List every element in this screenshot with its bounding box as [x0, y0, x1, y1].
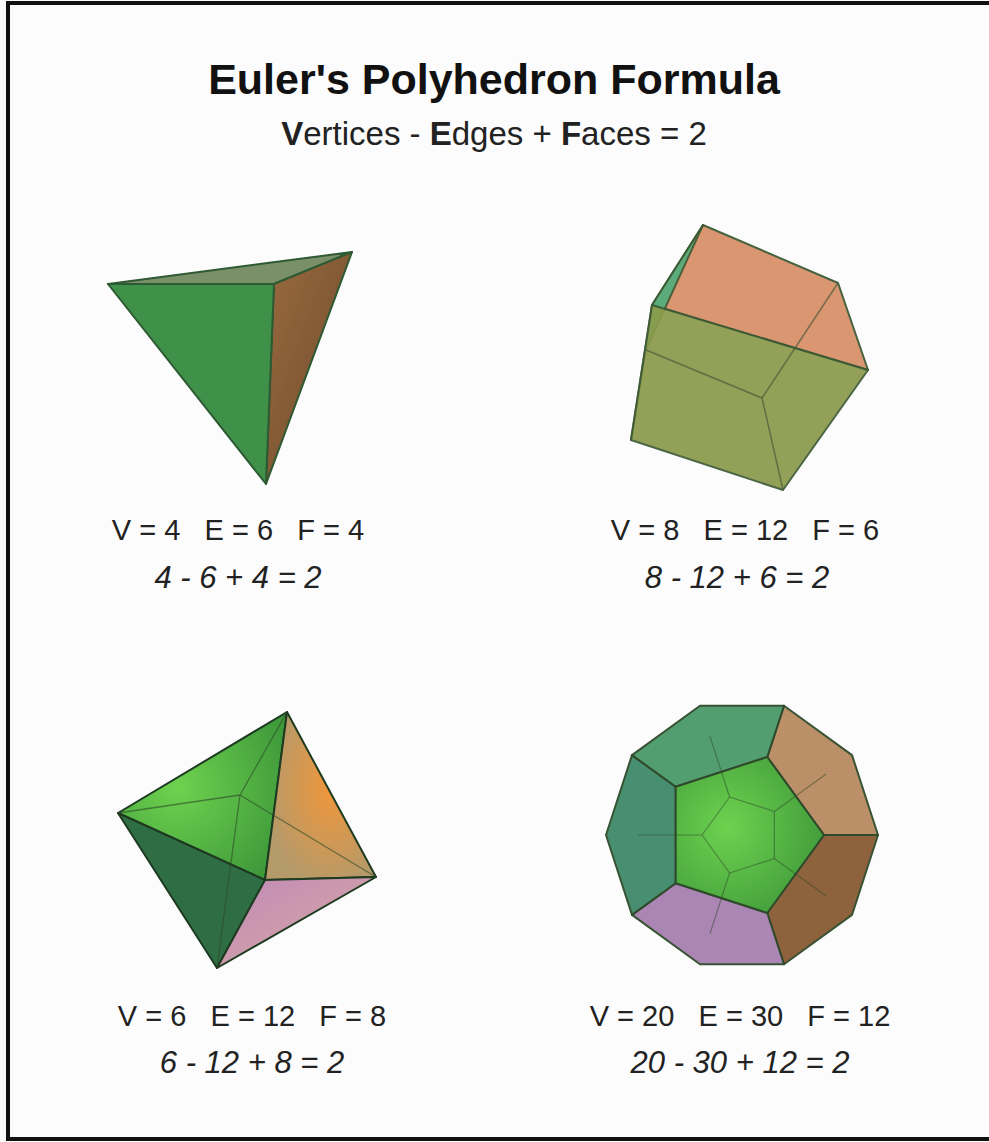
formula-check: 6 - 12 + 8 = 2 — [160, 1045, 344, 1081]
hidden-edge — [702, 797, 730, 835]
subtitle: Vertices - Edges + Faces = 2 — [281, 115, 707, 153]
counts-caption: V = 8 E = 12 F = 6 — [611, 514, 879, 547]
frame — [8, 3, 989, 1139]
counts-caption: V = 6 E = 12 F = 8 — [118, 1000, 386, 1033]
counts-caption: V = 4 E = 6 F = 4 — [112, 514, 364, 547]
counts-caption: V = 20 E = 30 F = 12 — [590, 1000, 891, 1033]
hidden-edge — [730, 797, 775, 812]
formula-check: 4 - 6 + 4 = 2 — [154, 560, 321, 596]
octahedron — [118, 712, 376, 968]
hidden-edge — [730, 859, 775, 874]
hidden-edge — [702, 835, 730, 873]
hidden-edge — [774, 812, 775, 859]
cube — [631, 225, 868, 490]
hidden-edge — [710, 736, 730, 797]
title: Euler's Polyhedron Formula — [208, 55, 780, 104]
hidden-edge — [774, 774, 826, 812]
hidden-edge — [710, 873, 730, 934]
tetrahedron — [108, 252, 352, 484]
formula-check: 8 - 12 + 6 = 2 — [645, 560, 829, 596]
dodecahedron — [606, 706, 878, 965]
hidden-edge — [774, 859, 826, 897]
formula-check: 20 - 30 + 12 = 2 — [631, 1045, 850, 1081]
hidden-edge — [638, 834, 702, 835]
